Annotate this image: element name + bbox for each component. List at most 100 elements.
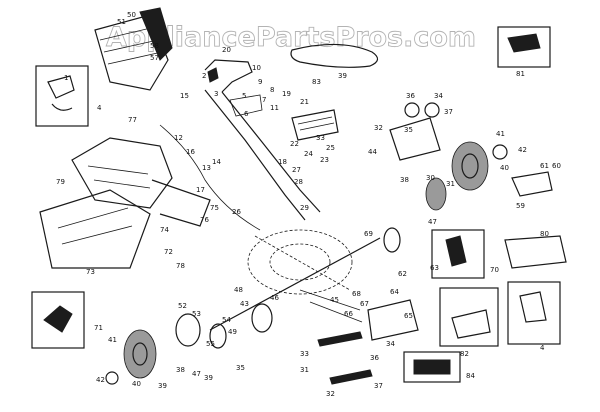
label-69: 69 [364, 230, 373, 238]
label-81: 81 [516, 70, 525, 78]
inset-box-4 [507, 281, 561, 345]
label-31b: 31 [300, 366, 309, 374]
label-67: 67 [360, 300, 369, 308]
handle-assembly [204, 59, 321, 221]
deflector [504, 235, 567, 269]
skirt [39, 189, 151, 269]
inset-box-82 [439, 287, 499, 347]
label-62: 62 [398, 270, 407, 278]
control-cable [159, 124, 261, 231]
label-73: 73 [86, 268, 95, 276]
label-16: 16 [186, 148, 195, 156]
label-39: 39 [338, 72, 347, 80]
label-41b: 41 [108, 336, 117, 344]
label-10: 10 [252, 64, 261, 72]
label-9: 9 [258, 78, 262, 86]
axle-assembly [209, 227, 401, 333]
label-17: 17 [196, 186, 205, 194]
rear-wheel-left [105, 329, 157, 385]
label-55: 55 [206, 340, 215, 348]
label-77: 77 [128, 116, 137, 124]
inset-box-71 [31, 291, 85, 349]
label-68: 68 [352, 290, 361, 298]
label-7: 7 [262, 96, 266, 104]
label-74: 74 [160, 226, 169, 234]
callout-labels: 50 51 58 57 4 20 39 81 83 33 44 36 34 32… [56, 11, 561, 398]
label-34: 34 [434, 92, 443, 100]
label-8: 8 [270, 86, 274, 94]
label-27: 27 [292, 166, 301, 174]
label-31: 31 [446, 180, 455, 188]
label-84: 84 [466, 372, 475, 380]
label-30: 30 [426, 174, 435, 182]
label-40: 40 [500, 164, 509, 172]
label-82: 82 [460, 350, 469, 358]
inset-box-bag-latch [35, 65, 89, 127]
label-80: 80 [540, 230, 549, 238]
label-78: 78 [176, 262, 185, 270]
label-48: 48 [234, 286, 243, 294]
label-23: 23 [320, 156, 329, 164]
grass-bag [94, 7, 173, 91]
label-45: 45 [330, 296, 339, 304]
label-14: 14 [212, 158, 221, 166]
label-2: 2 [202, 72, 206, 80]
label-28: 28 [294, 178, 303, 186]
label-38b: 38 [176, 366, 185, 374]
label-60: 60 [552, 162, 561, 170]
label-44: 44 [368, 148, 377, 156]
label-21: 21 [300, 98, 309, 106]
label-11: 11 [270, 104, 279, 112]
label-46: 46 [270, 294, 279, 302]
label-49: 49 [228, 328, 237, 336]
label-1: 1 [64, 74, 68, 82]
label-47b: 47 [192, 370, 201, 378]
label-39b: 39 [158, 382, 167, 390]
label-42b: 42 [96, 376, 105, 384]
drive-belt [290, 43, 379, 68]
pulley-bracket [389, 102, 441, 161]
label-42: 42 [518, 146, 527, 154]
label-65: 65 [404, 312, 413, 320]
label-26: 26 [232, 208, 241, 216]
label-76: 76 [200, 216, 209, 224]
label-47: 47 [428, 218, 437, 226]
label-34b: 34 [386, 340, 395, 348]
label-52: 52 [178, 302, 187, 310]
label-32b: 32 [326, 390, 335, 398]
label-66: 66 [344, 310, 353, 318]
label-35: 35 [404, 126, 413, 134]
label-12: 12 [174, 134, 183, 142]
label-53: 53 [192, 310, 201, 318]
label-38: 38 [400, 176, 409, 184]
deck-housing [71, 137, 211, 227]
label-50: 50 [127, 11, 136, 19]
label-20: 20 [222, 46, 231, 54]
label-18: 18 [278, 158, 287, 166]
label-24: 24 [304, 150, 313, 158]
label-13: 13 [202, 164, 211, 172]
label-25: 25 [326, 144, 335, 152]
label-58: 58 [150, 42, 159, 50]
label-6: 6 [244, 110, 249, 118]
label-4b: 4 [540, 344, 545, 352]
label-19: 19 [282, 90, 291, 98]
label-70: 70 [490, 266, 499, 274]
label-72: 72 [164, 248, 173, 256]
label-75: 75 [210, 204, 219, 212]
front-wheel-right [425, 177, 447, 211]
label-4: 4 [97, 104, 102, 112]
label-15: 15 [180, 92, 189, 100]
label-64: 64 [390, 288, 399, 296]
rear-bracket [511, 171, 553, 197]
inset-box-84 [403, 351, 461, 383]
label-40b: 40 [132, 380, 141, 388]
label-54: 54 [222, 316, 231, 324]
inset-box-70 [431, 229, 485, 279]
label-41: 41 [496, 130, 505, 138]
label-33: 33 [316, 134, 325, 142]
label-37: 37 [444, 108, 453, 116]
label-3: 3 [214, 90, 218, 98]
